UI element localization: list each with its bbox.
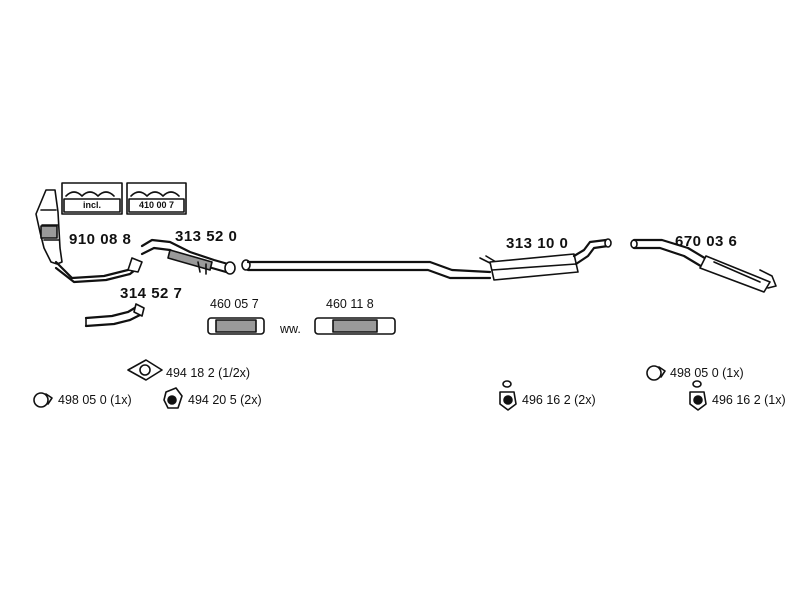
rubber-right-label: 496 16 2 (1x) (712, 393, 786, 407)
rubber-mid-label: 496 16 2 (2x) (522, 393, 596, 407)
mount-icon-left (163, 387, 183, 409)
clamp-left-label: 498 05 0 (1x) (58, 393, 132, 407)
middle-silencer-part-number: 313 10 0 (506, 235, 569, 252)
flex-pipe-2-part-number: 460 11 8 (326, 297, 374, 311)
lower-pipe-314527 (84, 303, 145, 328)
flex-pipe-460057 (207, 317, 265, 335)
middle-silencer-313100 (241, 238, 612, 281)
front-pipe-part-number: 313 52 0 (175, 228, 238, 245)
gasket-label: 494 18 2 (1/2x) (166, 366, 251, 380)
rear-silencer-670036 (630, 238, 777, 293)
kit-box-410007 (126, 182, 187, 215)
rubber-mount-icon-right (689, 380, 707, 411)
rubber-mount-icon-mid (499, 380, 517, 411)
flex-ww-label: ww. (280, 322, 301, 336)
clamp-icon-left (33, 392, 53, 408)
catalyst-910088 (35, 189, 143, 284)
clamp-icon-right (646, 365, 666, 381)
mount-left-label: 494 20 5 (2x) (188, 393, 262, 407)
kit-incl-label: incl. (82, 200, 101, 210)
kit-part-label: 410 00 7 (138, 200, 175, 210)
lower-pipe-part-number: 314 52 7 (120, 285, 183, 302)
front-pipe-313520 (140, 238, 236, 275)
rear-silencer-part-number: 670 03 6 (675, 233, 738, 250)
catalyst-part-number: 910 08 8 (69, 231, 132, 248)
flex-pipe-460118 (314, 317, 396, 335)
flex-pipe-1-part-number: 460 05 7 (210, 297, 259, 311)
gasket-icon (127, 359, 163, 381)
clamp-right-label: 498 05 0 (1x) (670, 366, 744, 380)
kit-box-incl (61, 182, 123, 215)
